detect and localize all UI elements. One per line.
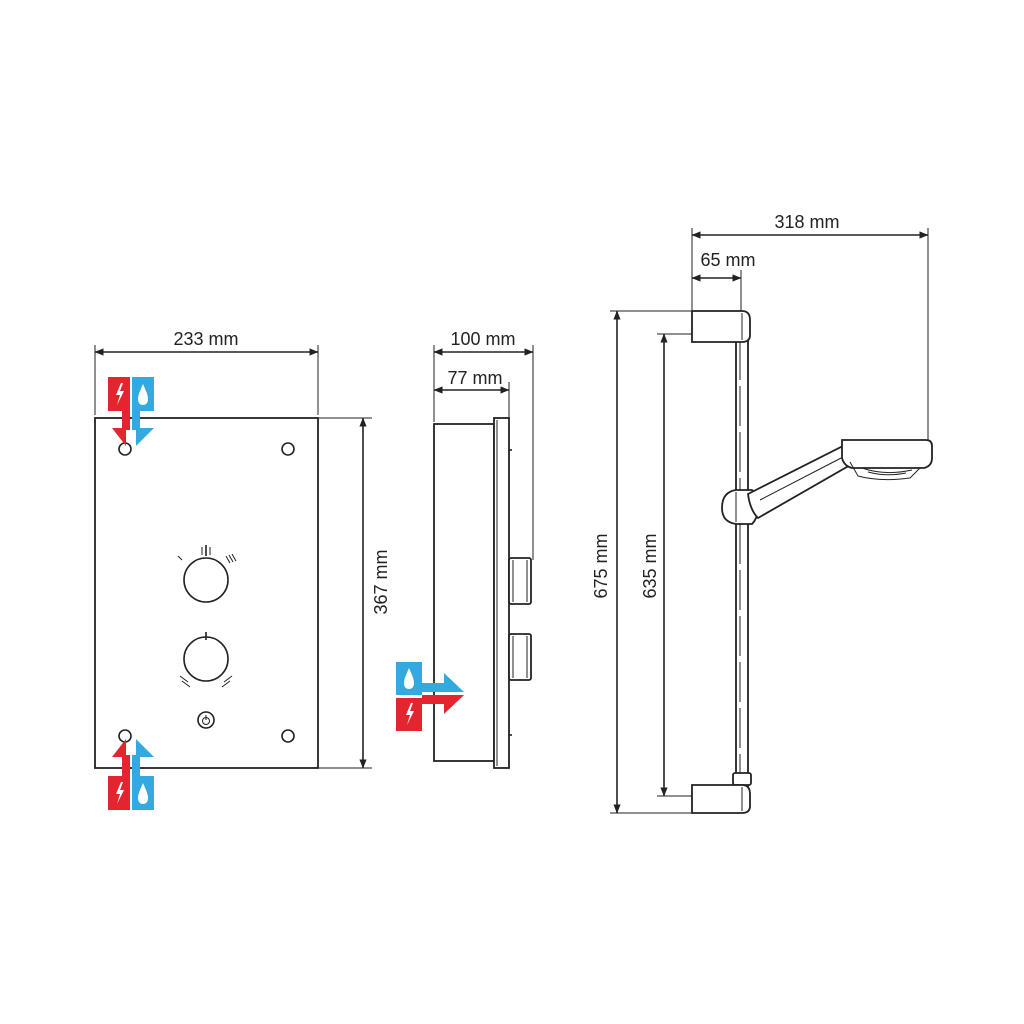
side-front-plate — [493, 417, 510, 769]
rail-tube — [735, 337, 749, 789]
water-drop-icon — [138, 384, 148, 405]
power-button-icon — [197, 711, 215, 729]
electric-bolt-icon — [116, 782, 124, 804]
front-width-label: 233 mm — [173, 329, 238, 349]
temperature-knob — [177, 545, 237, 603]
electric-bolt-icon — [116, 383, 124, 405]
side-body-depth-label: 77 mm — [447, 368, 502, 388]
bracket-width-label: 65 mm — [700, 250, 755, 270]
rail-bracket-top — [691, 310, 751, 343]
inlet-icon-bottom — [108, 739, 154, 810]
front-height-label: 367 mm — [371, 549, 391, 614]
side-depth-label: 100 mm — [450, 329, 515, 349]
outlet-icon — [396, 662, 464, 731]
electric-bolt-icon — [406, 703, 414, 725]
rail-width-label: 318 mm — [774, 212, 839, 232]
bracket-centres-label: 635 mm — [640, 533, 660, 598]
rail-bracket-bottom — [691, 772, 752, 814]
side-flow-knob — [508, 633, 532, 681]
water-drop-icon — [404, 668, 414, 689]
side-view: 100 mm 77 mm — [396, 329, 534, 769]
riser-rail-view: 318 mm 65 mm 675 mm 635 mm — [591, 212, 933, 814]
side-temperature-knob — [508, 557, 532, 605]
mounting-hole-top-right — [281, 442, 295, 456]
front-panel — [94, 417, 319, 769]
inlet-icon-top — [108, 377, 154, 446]
flow-knob — [179, 632, 233, 688]
shower-handset — [747, 439, 933, 520]
side-unit-body — [433, 423, 495, 762]
front-view: 233 mm 367 mm — [94, 329, 391, 810]
rail-height-label: 675 mm — [591, 533, 611, 598]
mounting-hole-bottom-right — [281, 729, 295, 743]
water-drop-icon — [138, 783, 148, 804]
